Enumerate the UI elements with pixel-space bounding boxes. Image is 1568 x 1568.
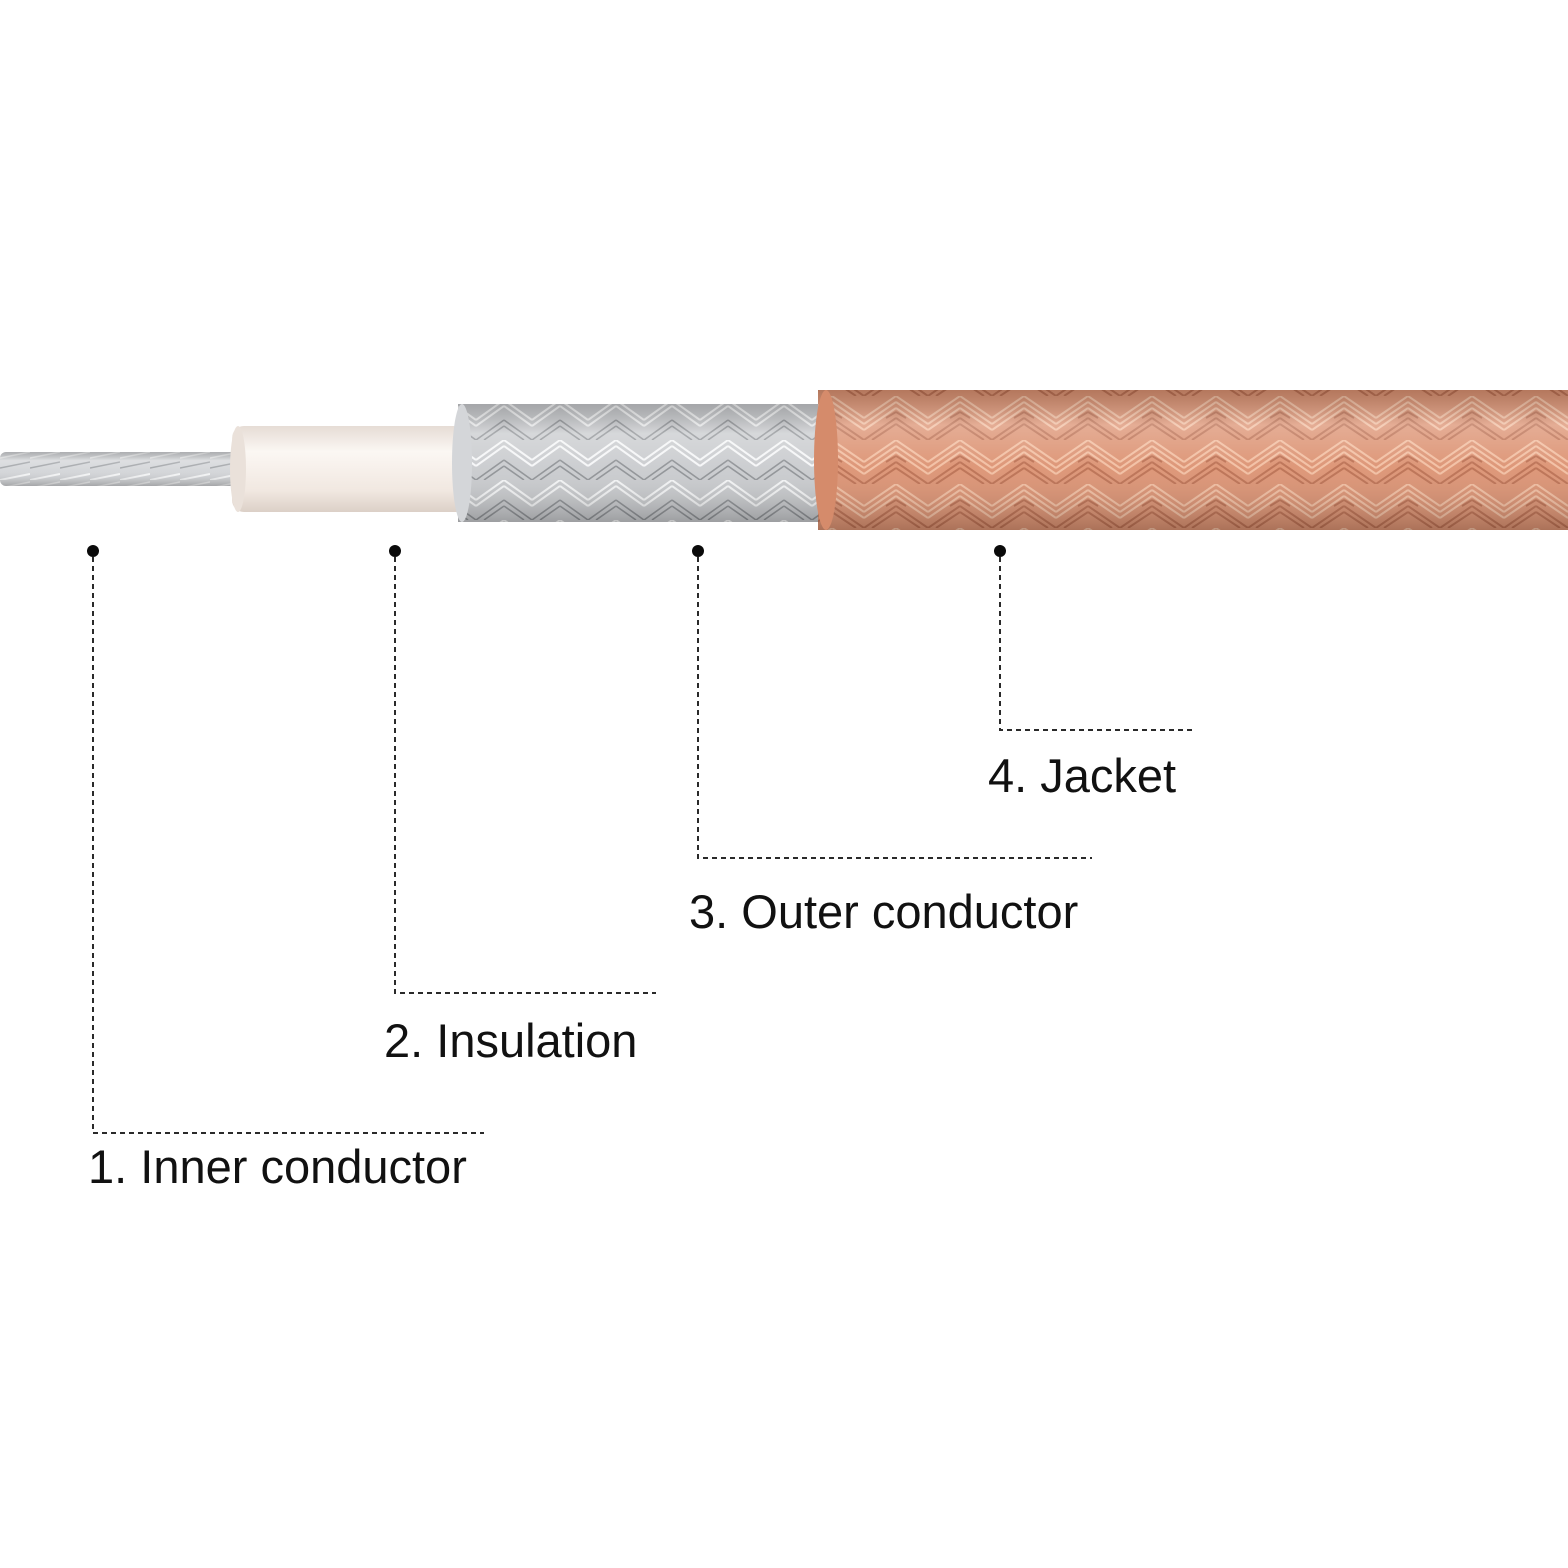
callout-label: 3. Outer conductor	[689, 885, 1078, 938]
jacket-part	[814, 390, 1568, 530]
callout-insulation: 2. Insulation	[384, 545, 656, 1067]
callout-dot	[87, 545, 99, 557]
outer-conductor-part	[452, 404, 842, 522]
leader-line	[394, 557, 656, 994]
inner-conductor-part	[0, 452, 240, 486]
callout-dot	[389, 545, 401, 557]
leader-line	[999, 557, 1192, 731]
callout-inner-conductor: 1. Inner conductor	[87, 545, 484, 1193]
callout-label: 1. Inner conductor	[88, 1140, 467, 1193]
callout-jacket: 4. Jacket	[988, 545, 1192, 802]
callout-label: 4. Jacket	[988, 749, 1176, 802]
leader-line	[92, 557, 484, 1134]
callout-label: 2. Insulation	[384, 1014, 637, 1067]
leader-line	[697, 557, 1092, 859]
callout-outer-conductor: 3. Outer conductor	[689, 545, 1092, 938]
callout-dot	[994, 545, 1006, 557]
insulation-part	[230, 426, 468, 512]
callout-dot	[692, 545, 704, 557]
